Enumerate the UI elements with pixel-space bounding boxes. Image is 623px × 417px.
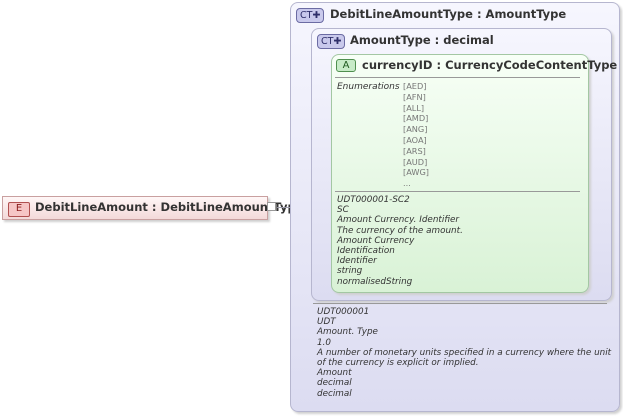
divider <box>335 77 580 78</box>
inner-complex-type-title: AmountType : decimal <box>350 33 494 47</box>
doc-line: 1.0 <box>317 337 331 348</box>
attribute-title: currencyID : CurrencyCodeContentType <box>362 58 618 72</box>
doc-line: Amount Currency <box>337 235 415 246</box>
element-label: DebitLineAmount : DebitLineAmountType <box>35 200 304 214</box>
enumeration-value: [AUD] <box>403 156 428 167</box>
enumerations-label: Enumerations <box>337 82 400 92</box>
doc-line: Identification <box>337 246 395 257</box>
doc-line: Amount. Type <box>317 327 378 338</box>
doc-line: Amount Currency. Identifier <box>337 215 460 226</box>
enumerations-list: [AED] [AFN] [ALL] [AMD] [ANG] [AOA] [ARS… <box>403 81 429 189</box>
divider <box>335 191 580 192</box>
doc-line: The currency of the amount. <box>337 225 463 236</box>
doc-line: Amount <box>317 368 352 379</box>
doc-line: normalisedString <box>337 276 413 287</box>
outer-type-documentation: UDT000001 UDT Amount. Type 1.0 A number … <box>317 307 613 399</box>
doc-line: Identifier <box>337 256 377 267</box>
doc-line: decimal <box>317 378 352 389</box>
doc-line: decimal <box>317 388 352 399</box>
enumeration-value: ... <box>403 178 411 189</box>
enumeration-value: [ARS] <box>403 145 426 156</box>
doc-line: UDT000001-SC2 <box>337 195 410 205</box>
divider <box>313 303 607 304</box>
enumeration-value: [ALL] <box>403 102 425 113</box>
expand-toggle-icon[interactable] <box>267 202 276 211</box>
element-badge: E <box>8 202 30 217</box>
doc-line: A number of monetary units specified in … <box>317 347 612 369</box>
outer-complex-type-badge: CT✚ <box>296 8 325 23</box>
connector-line <box>277 207 291 208</box>
enumeration-value: [AFN] <box>403 91 426 102</box>
enumeration-value: [AED] <box>403 81 427 91</box>
attribute-node[interactable] <box>331 54 589 293</box>
enumeration-value: [AWG] <box>403 167 429 178</box>
doc-line: string <box>337 266 363 277</box>
doc-line: SC <box>337 205 349 216</box>
inner-complex-type-badge: CT✚ <box>317 34 346 49</box>
element-node[interactable]: E DebitLineAmount : DebitLineAmountType <box>2 196 303 220</box>
enumeration-value: [ANG] <box>403 124 428 135</box>
enumeration-value: [AMD] <box>403 113 429 124</box>
doc-line: UDT <box>317 317 336 328</box>
attribute-badge: A <box>336 59 356 72</box>
attribute-documentation: UDT000001-SC2 SC Amount Currency. Identi… <box>337 195 585 287</box>
outer-complex-type-title: DebitLineAmountType : AmountType <box>330 7 567 21</box>
doc-line: UDT000001 <box>317 307 370 317</box>
enumeration-value: [AOA] <box>403 134 427 145</box>
